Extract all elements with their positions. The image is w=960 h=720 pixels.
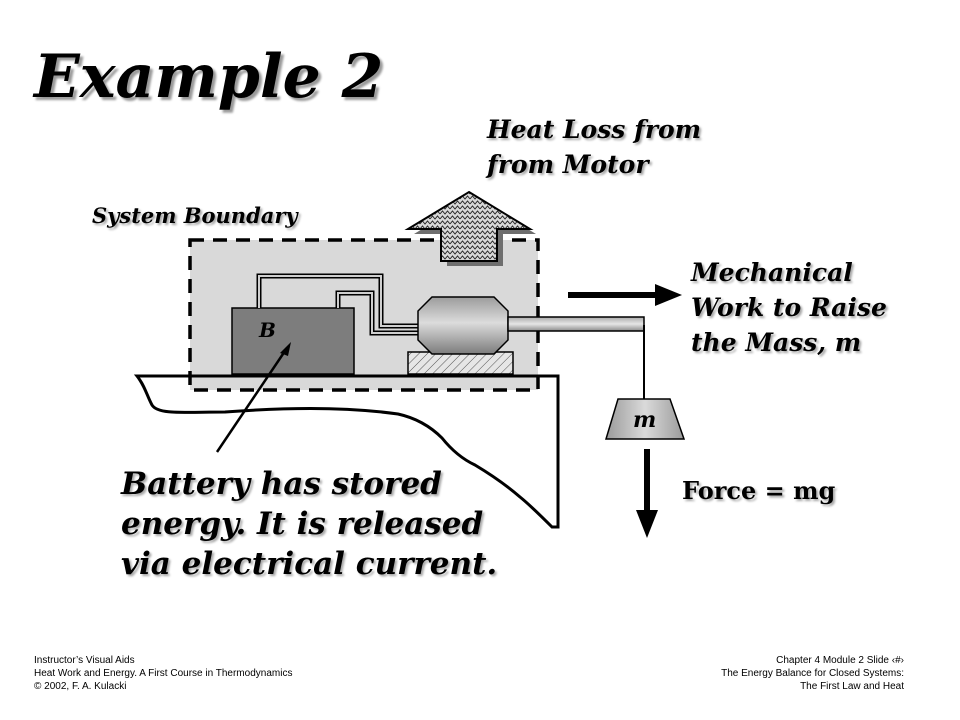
motor bbox=[417, 296, 509, 355]
force-arrow-head bbox=[636, 510, 658, 538]
slide-title: Example 2 bbox=[34, 42, 384, 112]
footer-left-line-2: Heat Work and Energy. A First Course in … bbox=[34, 668, 293, 679]
heat-loss-arrow bbox=[404, 190, 534, 262]
battery-note: Battery has stored energy. It is release… bbox=[121, 464, 497, 584]
footer-right-line-3: The First Law and Heat bbox=[800, 681, 904, 692]
mech-work-line-3: the Mass, m bbox=[691, 328, 862, 357]
battery-note-line-3: via electrical current. bbox=[121, 546, 498, 582]
battery-pointer-line bbox=[215, 347, 289, 453]
motor-shaft bbox=[507, 316, 645, 332]
mass-symbol: m bbox=[633, 407, 656, 433]
battery-symbol: B bbox=[258, 318, 276, 342]
mech-work-line-2: Work to Raise bbox=[691, 293, 887, 322]
mass bbox=[604, 398, 686, 440]
battery-note-line-2: energy. It is released bbox=[121, 506, 484, 542]
footer-left-line-3: © 2002, F. A. Kulacki bbox=[34, 681, 127, 692]
wire-inner bbox=[258, 275, 418, 327]
battery bbox=[231, 307, 355, 375]
heat-loss-line-1: Heat Loss from bbox=[487, 115, 702, 144]
footer-right: Chapter 4 Module 2 Slide ‹#› The Energy … bbox=[721, 654, 904, 693]
force-label: Force = mg bbox=[682, 476, 836, 505]
system-boundary bbox=[188, 238, 540, 392]
wire2-inner bbox=[337, 292, 418, 334]
footer-left: Instructor’s Visual Aids Heat Work and E… bbox=[34, 654, 292, 693]
mechanical-work-label: Mechanical Work to Raise the Mass, m bbox=[691, 255, 887, 360]
battery-pointer-head bbox=[280, 342, 291, 356]
mech-work-line-1: Mechanical bbox=[691, 258, 853, 287]
footer-right-line-2: The Energy Balance for Closed Systems: bbox=[721, 668, 904, 679]
work-arrow-head bbox=[655, 284, 682, 306]
battery-note-line-1: Battery has stored bbox=[121, 466, 442, 502]
motor-base bbox=[407, 351, 514, 375]
heat-loss-label: Heat Loss from from Motor bbox=[487, 112, 701, 182]
footer-left-line-1: Instructor’s Visual Aids bbox=[34, 655, 135, 666]
footer-right-line-1: Chapter 4 Module 2 Slide ‹#› bbox=[776, 655, 904, 666]
heat-loss-line-2: from Motor bbox=[487, 150, 649, 179]
ground-outline bbox=[133, 374, 560, 529]
system-boundary-label: System Boundary bbox=[92, 203, 298, 228]
